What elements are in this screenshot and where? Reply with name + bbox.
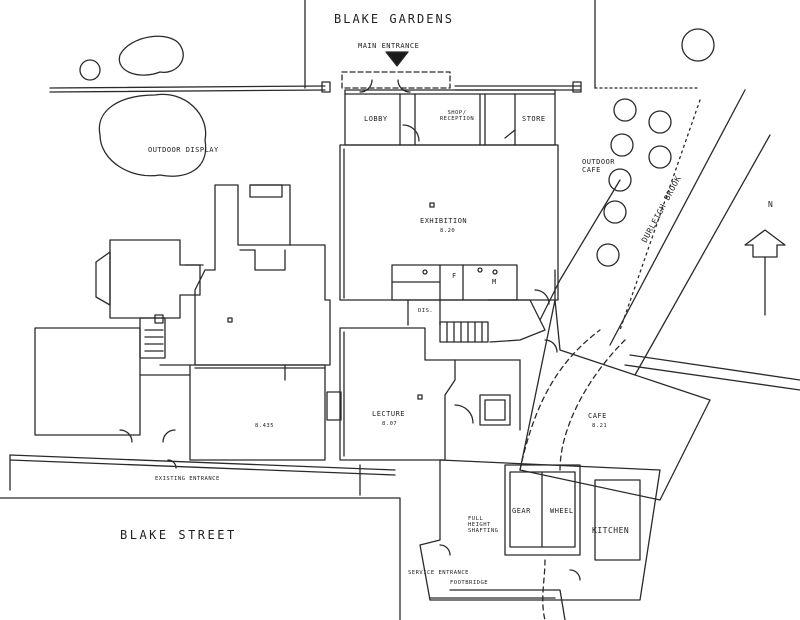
service-entrance-label: SERVICE ENTRANCE <box>408 570 469 576</box>
exhibition-area-label: 8.20 <box>440 228 456 234</box>
brook <box>609 89 800 391</box>
south-boundary <box>0 454 401 620</box>
main-entrance-label: MAIN ENTRANCE <box>358 42 420 50</box>
cafe-area-label: 8.21 <box>592 423 608 429</box>
street-label-north: BLAKE GARDENS <box>334 12 454 26</box>
north-arrow-icon <box>744 229 786 316</box>
gear-label: GEAR <box>512 507 531 515</box>
footbridge <box>429 589 566 620</box>
main-entrance-arrow-icon <box>385 51 409 67</box>
outdoor-display-label: OUTDOOR DISPLAY <box>148 146 219 154</box>
wheel-label: WHEEL <box>550 507 574 515</box>
kitchen-label: KITCHEN <box>592 526 630 535</box>
accessible-wc-label: DIS. <box>418 308 434 314</box>
north-marker-label: N <box>768 200 774 209</box>
toilet-block <box>391 264 518 326</box>
exhibition-label: EXHIBITION <box>420 217 468 225</box>
main-hall-block <box>139 184 331 461</box>
entrance-canopy <box>341 71 451 89</box>
cafe-label: CAFE <box>588 412 607 420</box>
shop-label: SHOP/ RECEPTION <box>439 110 475 122</box>
existing-entrance-label: EXISTING ENTRANCE <box>155 476 220 482</box>
street-label-south: BLAKE STREET <box>120 528 237 542</box>
outdoor-cafe-tables <box>596 28 715 267</box>
wc-male-label: M <box>492 278 497 286</box>
lobby-label: LOBBY <box>364 115 388 123</box>
footbridge-label: FOOTBRIDGE <box>450 580 489 586</box>
outdoor-cafe-label: OUTDOOR CAFE <box>582 158 616 174</box>
west-wing <box>34 239 201 443</box>
lecture-area-label: 8.07 <box>382 421 398 427</box>
front-block <box>344 79 556 146</box>
wc-female-label: F <box>452 272 457 280</box>
shafting-label: FULL HEIGHT SHAFTING <box>468 516 499 534</box>
lecture-room <box>326 327 521 461</box>
outdoor-display-tree-icon <box>79 35 207 177</box>
lecture-label: LECTURE <box>372 410 406 418</box>
store-label: STORE <box>522 115 546 123</box>
main-hall-area-label: 8.435 <box>255 423 275 429</box>
cafe-area <box>419 179 711 620</box>
stair-core <box>439 289 558 353</box>
